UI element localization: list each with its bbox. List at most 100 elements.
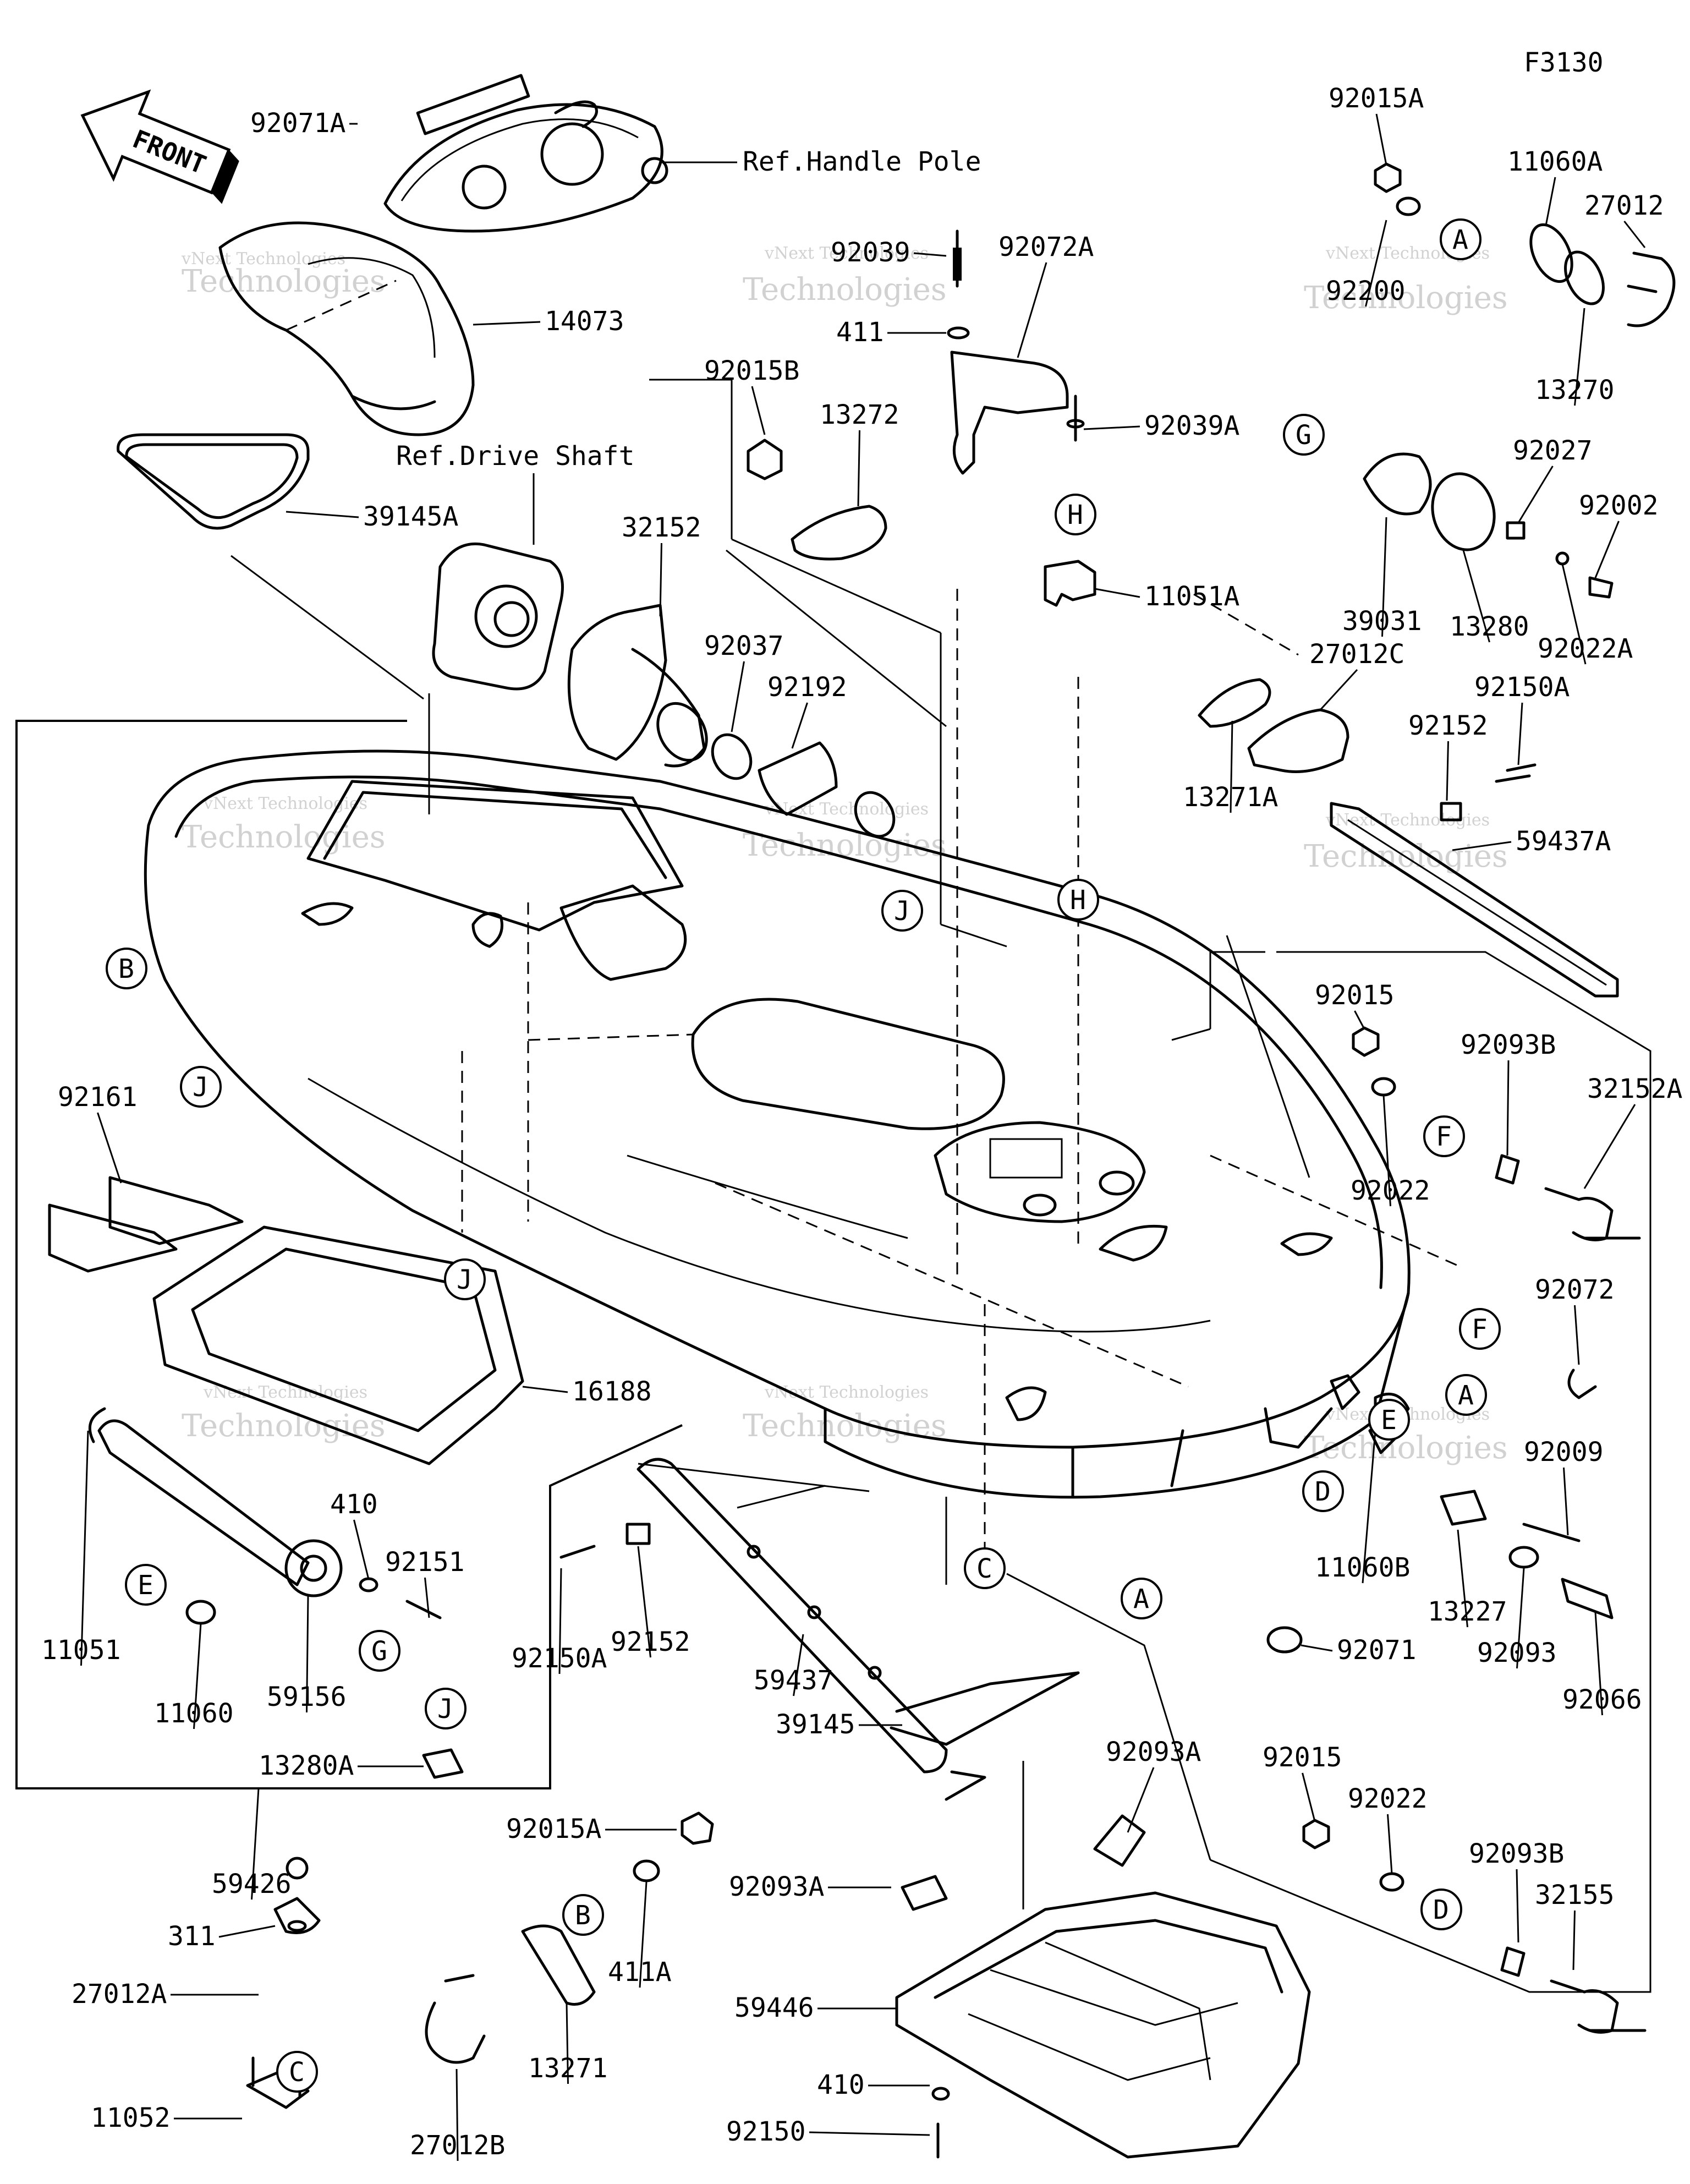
leader-line bbox=[809, 2131, 930, 2136]
callout-letter: G bbox=[1296, 420, 1312, 451]
part-number-label: 92015B bbox=[704, 355, 799, 386]
part-number-label: 32152A bbox=[1587, 1074, 1682, 1104]
leader-line bbox=[1594, 521, 1620, 578]
cluster-g bbox=[1363, 452, 1614, 599]
leader-line bbox=[1574, 308, 1585, 406]
cluster-f bbox=[1352, 1026, 1641, 1241]
part-number-label: 11052 bbox=[91, 2103, 171, 2133]
leader-line bbox=[353, 1519, 370, 1580]
watermark: Technologies bbox=[743, 1408, 947, 1444]
callout-circle bbox=[276, 2051, 318, 2093]
callout-circle bbox=[106, 948, 147, 989]
part-number-label: 27012 bbox=[1584, 190, 1664, 221]
drive-shaft-duct-32152 bbox=[567, 604, 708, 768]
leader-line bbox=[473, 321, 541, 326]
plate-13272 bbox=[747, 439, 887, 561]
part-number-label: 92093A bbox=[729, 1871, 824, 1902]
callout-letter: B bbox=[118, 954, 134, 984]
front-arrow-icon: FRONT bbox=[80, 89, 239, 204]
callout-circle bbox=[1121, 1578, 1162, 1619]
watermark: vNext Technologies bbox=[764, 244, 929, 263]
leader-line bbox=[80, 1430, 89, 1666]
callout-circle bbox=[1368, 1399, 1410, 1441]
leader-line bbox=[1457, 1529, 1468, 1628]
leader-line bbox=[791, 702, 808, 749]
callout-circle bbox=[1057, 879, 1099, 921]
leader-line bbox=[1506, 1060, 1510, 1156]
part-number-label: 92072A bbox=[998, 232, 1094, 262]
leader-line bbox=[1545, 177, 1556, 226]
leader-line bbox=[1302, 1772, 1316, 1822]
leader-line bbox=[1083, 425, 1140, 430]
leader-line bbox=[522, 1386, 568, 1393]
watermark: vNext Technologies bbox=[181, 249, 345, 269]
watermark: Technologies bbox=[1304, 1430, 1508, 1466]
callout-circle bbox=[180, 1066, 222, 1108]
part-number-label: 92071A bbox=[250, 108, 345, 139]
part-number-label: 92009 bbox=[1524, 1437, 1604, 1468]
callout-circle bbox=[1302, 1470, 1344, 1512]
leader-line bbox=[193, 1623, 202, 1729]
ref-drive-shaft-label: Ref.Drive Shaft bbox=[396, 441, 634, 472]
callout-letter: E bbox=[1381, 1405, 1397, 1436]
lead-lines bbox=[638, 379, 1651, 1993]
leader-line bbox=[857, 430, 860, 507]
seal-strip-39145a bbox=[117, 433, 310, 530]
rail-59437a bbox=[1330, 763, 1619, 998]
cluster-a-top-right bbox=[1374, 162, 1676, 327]
callout-circle bbox=[881, 890, 923, 932]
part-number-label: 59437 bbox=[754, 1665, 833, 1696]
part-number-label: 92027 bbox=[1513, 435, 1593, 466]
leader-line bbox=[566, 2002, 569, 2084]
part-number-label: 92093B bbox=[1469, 1838, 1564, 1869]
leader-line bbox=[1574, 1305, 1580, 1365]
leader-line bbox=[1583, 1104, 1636, 1189]
part-number-label: 32155 bbox=[1535, 1880, 1615, 1911]
part-number-label: 92015 bbox=[1263, 1742, 1342, 1773]
leader-line bbox=[286, 511, 359, 518]
part-number-label: 92015 bbox=[1315, 980, 1395, 1011]
callout-letter: F bbox=[1472, 1314, 1488, 1345]
watermark: Technologies bbox=[743, 272, 947, 308]
part-number-label: 92039 bbox=[831, 237, 910, 268]
leader-line bbox=[1446, 741, 1449, 801]
callout-circle bbox=[1420, 1889, 1462, 1930]
leader-line bbox=[1354, 1010, 1365, 1030]
hose-clamps bbox=[711, 733, 896, 838]
callout-letter: H bbox=[1070, 885, 1086, 916]
leader-line bbox=[639, 1881, 648, 1988]
leader-line bbox=[913, 252, 947, 257]
leader-line bbox=[1516, 1869, 1519, 1943]
callout-letter: G bbox=[371, 1636, 387, 1667]
callout-circle bbox=[1440, 218, 1482, 260]
callout-letter: J bbox=[437, 1694, 453, 1725]
rail-59437 bbox=[559, 1458, 948, 1774]
leader-line bbox=[1017, 262, 1047, 358]
leader-line bbox=[1375, 113, 1387, 166]
leader-line bbox=[1094, 588, 1140, 598]
part-number-label: 92015A bbox=[506, 1814, 601, 1844]
clip-11051a bbox=[1044, 395, 1096, 607]
part-number-label: 92150A bbox=[1474, 672, 1570, 703]
callout-circle bbox=[425, 1688, 467, 1729]
cluster-b bbox=[425, 1811, 714, 2064]
part-number-label: 11060A bbox=[1507, 146, 1603, 177]
callout-letter: F bbox=[1436, 1121, 1452, 1152]
bracket-13280a bbox=[422, 1748, 464, 1779]
leader-line bbox=[558, 1568, 562, 1674]
bracket-92072a bbox=[947, 229, 1069, 475]
callout-circle bbox=[125, 1564, 167, 1606]
callout-circle bbox=[1423, 1115, 1465, 1157]
callout-letter: J bbox=[193, 1072, 208, 1103]
hull-assembly-59426 bbox=[144, 749, 1411, 1499]
leader-line bbox=[1362, 1430, 1376, 1584]
leader-line bbox=[1594, 1612, 1603, 1716]
plate-13271a bbox=[1198, 678, 1349, 773]
part-number-label: 13280A bbox=[259, 1750, 354, 1781]
part-number-label: 39145A bbox=[363, 501, 458, 532]
part-number-label: 27012A bbox=[72, 1979, 167, 2010]
watermark: Technologies bbox=[1304, 280, 1508, 316]
leader-line bbox=[1623, 221, 1646, 248]
part-number-label: 32152 bbox=[622, 512, 701, 543]
part-number-label: 13272 bbox=[820, 399, 899, 430]
